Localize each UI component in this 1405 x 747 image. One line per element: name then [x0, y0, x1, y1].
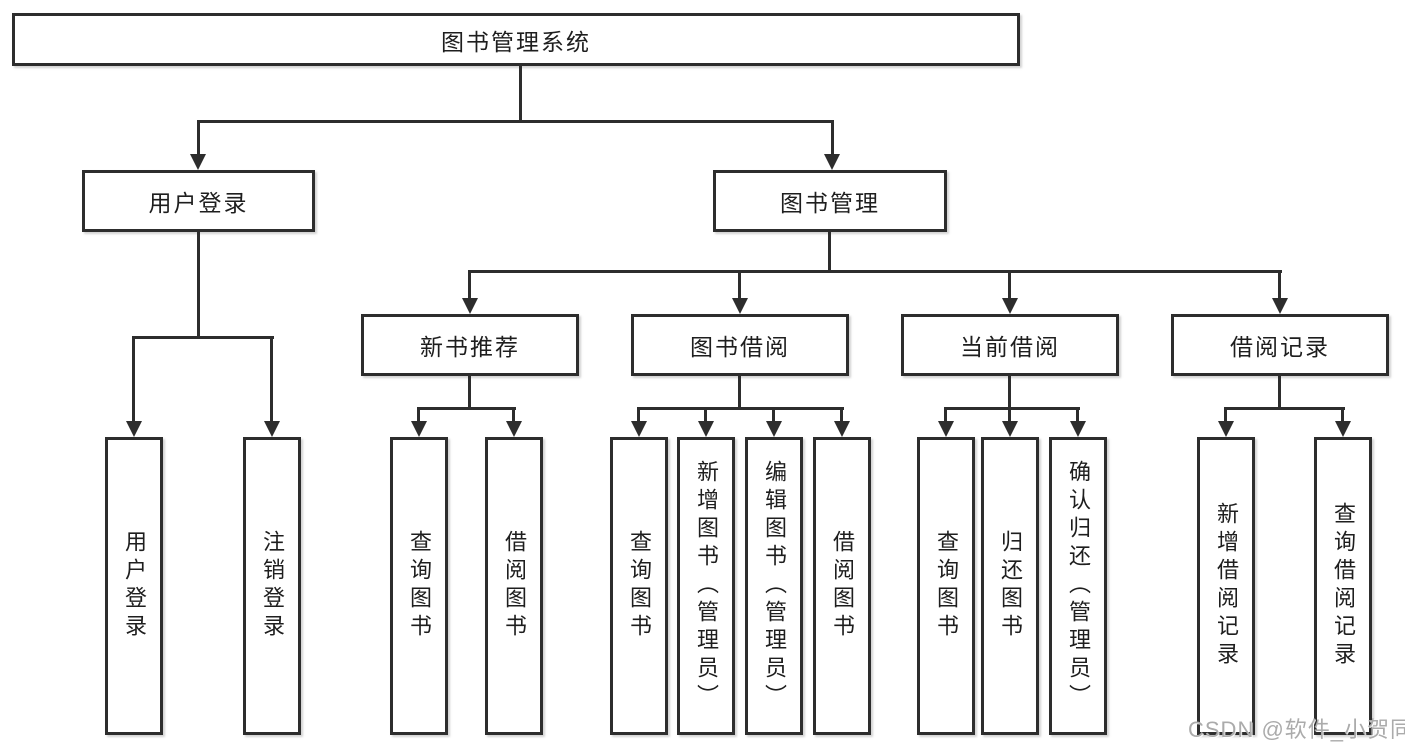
- connector-records-stem: [1278, 376, 1281, 410]
- connector-borrowing-stem: [738, 376, 741, 410]
- connector-current-stem: [1008, 376, 1011, 410]
- connector-arrow-shaft: [417, 407, 420, 423]
- connector-arrow-shaft: [132, 336, 135, 423]
- arrowhead-down-icon: [126, 421, 142, 437]
- connector-arrow-shaft: [1008, 270, 1011, 300]
- connector-arrow-shaft: [1224, 407, 1227, 423]
- leaf-user-login: 用户登录: [105, 437, 163, 735]
- node-book-borrowing: 图书借阅: [631, 314, 849, 376]
- arrowhead-down-icon: [824, 154, 840, 170]
- connector-arrow-shaft: [512, 407, 515, 423]
- arrowhead-down-icon: [834, 421, 850, 437]
- arrowhead-down-icon: [698, 421, 714, 437]
- leaf-recommend-query-book: 查询图书: [390, 437, 448, 735]
- connector-arrow-shaft: [637, 407, 640, 423]
- arrowhead-down-icon: [411, 421, 427, 437]
- leaf-records-add-record: 新增借阅记录: [1197, 437, 1255, 735]
- arrowhead-down-icon: [1272, 298, 1288, 314]
- arrowhead-down-icon: [732, 298, 748, 314]
- leaf-borrowing-borrow-book: 借阅图书: [813, 437, 871, 735]
- arrowhead-down-icon: [462, 298, 478, 314]
- node-current-borrowing: 当前借阅: [901, 314, 1119, 376]
- node-root: 图书管理系统: [12, 13, 1020, 66]
- leaf-records-query-record: 查询借阅记录: [1314, 437, 1372, 735]
- leaf-recommend-borrow-book: 借阅图书: [485, 437, 543, 735]
- connector-current-rail: [944, 407, 1080, 410]
- arrowhead-down-icon: [1002, 298, 1018, 314]
- connector-arrow-shaft: [944, 407, 947, 423]
- connector-level1-rail: [197, 120, 834, 123]
- connector-borrowing-rail: [637, 407, 844, 410]
- arrowhead-down-icon: [1218, 421, 1234, 437]
- arrowhead-down-icon: [1070, 421, 1086, 437]
- connector-arrow-shaft: [738, 270, 741, 300]
- arrowhead-down-icon: [1002, 421, 1018, 437]
- arrowhead-down-icon: [766, 421, 782, 437]
- leaf-current-return-book: 归还图书: [981, 437, 1039, 735]
- connector-arrow-shaft: [197, 120, 200, 156]
- leaf-current-confirm-return-admin: 确认归还（管理员）: [1049, 437, 1107, 735]
- connector-arrow-shaft: [840, 407, 843, 423]
- connector-records-rail: [1224, 407, 1345, 410]
- node-borrowing-records: 借阅记录: [1171, 314, 1389, 376]
- connector-recommend-rail: [417, 407, 516, 410]
- connector-arrow-shaft: [1008, 407, 1011, 423]
- connector-arrow-shaft: [1278, 270, 1281, 300]
- connector-arrow-shaft: [270, 336, 273, 423]
- arrowhead-down-icon: [1335, 421, 1351, 437]
- watermark: CSDN @软件_小贺同学: [1188, 717, 1405, 742]
- leaf-borrowing-edit-book-admin: 编辑图书（管理员）: [745, 437, 803, 735]
- connector-user-login-rail: [133, 336, 274, 339]
- connector-recommend-stem: [468, 376, 471, 410]
- connector-arrow-shaft: [468, 270, 471, 300]
- node-user-login: 用户登录: [82, 170, 315, 232]
- leaf-logout: 注销登录: [243, 437, 301, 735]
- leaf-current-query-book: 查询图书: [917, 437, 975, 735]
- node-new-book-recommendation: 新书推荐: [361, 314, 579, 376]
- connector-level3-rail: [468, 270, 1282, 273]
- connector-arrow-shaft: [831, 120, 834, 156]
- connector-arrow-shaft: [772, 407, 775, 423]
- connector-arrow-shaft: [1341, 407, 1344, 423]
- leaf-borrowing-add-book-admin: 新增图书（管理员）: [677, 437, 735, 735]
- connector-root-stem: [519, 66, 522, 123]
- arrowhead-down-icon: [506, 421, 522, 437]
- connector-user-login-stem: [197, 232, 200, 339]
- arrowhead-down-icon: [938, 421, 954, 437]
- node-book-management: 图书管理: [713, 170, 947, 232]
- connector-arrow-shaft: [704, 407, 707, 423]
- arrowhead-down-icon: [190, 154, 206, 170]
- arrowhead-down-icon: [264, 421, 280, 437]
- connector-arrow-shaft: [1076, 407, 1079, 423]
- arrowhead-down-icon: [631, 421, 647, 437]
- leaf-borrowing-query-book: 查询图书: [610, 437, 668, 735]
- connector-book-mgmt-stem: [828, 232, 831, 273]
